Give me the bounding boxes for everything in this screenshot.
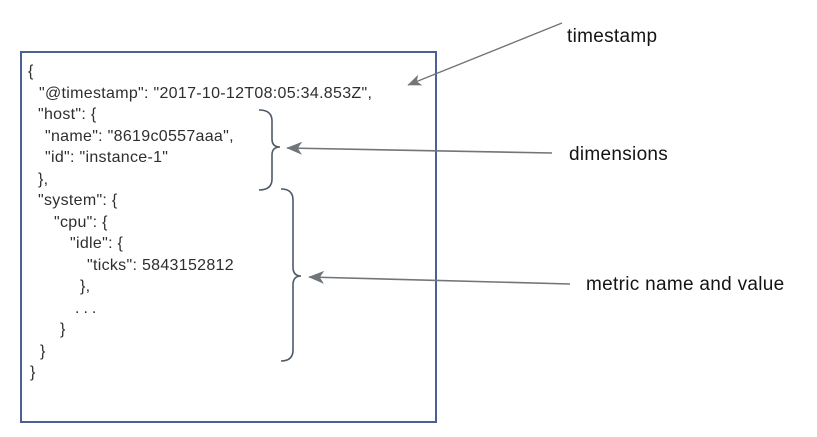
json-line: } — [60, 321, 66, 338]
json-line: } — [30, 364, 36, 381]
json-line: ... — [75, 299, 101, 317]
json-line: "@timestamp": "2017-10-12T08:05:34.853Z"… — [39, 84, 373, 102]
json-document: { "@timestamp": "2017-10-12T08:05:34.853Z… — [22, 61, 435, 384]
json-line: "id": "instance-1" — [45, 149, 169, 166]
json-line: "system": { — [38, 192, 118, 209]
json-line: { — [28, 63, 34, 80]
json-line: }, — [80, 278, 91, 295]
json-line: "name": "8619c0557aaa", — [45, 127, 234, 145]
metric-document-box: { "@timestamp": "2017-10-12T08:05:34.853Z… — [20, 51, 437, 423]
metric-label: metric name and value — [586, 274, 785, 295]
json-line: }, — [38, 170, 49, 188]
json-line: "idle": { — [70, 235, 124, 252]
json-line: "host": { — [38, 106, 97, 123]
json-line: "cpu": { — [54, 213, 108, 231]
json-line: "ticks": 5843152812 — [87, 256, 234, 274]
json-line: } — [40, 342, 46, 360]
dimensions-label: dimensions — [569, 144, 669, 165]
timestamp-label: timestamp — [567, 26, 658, 47]
